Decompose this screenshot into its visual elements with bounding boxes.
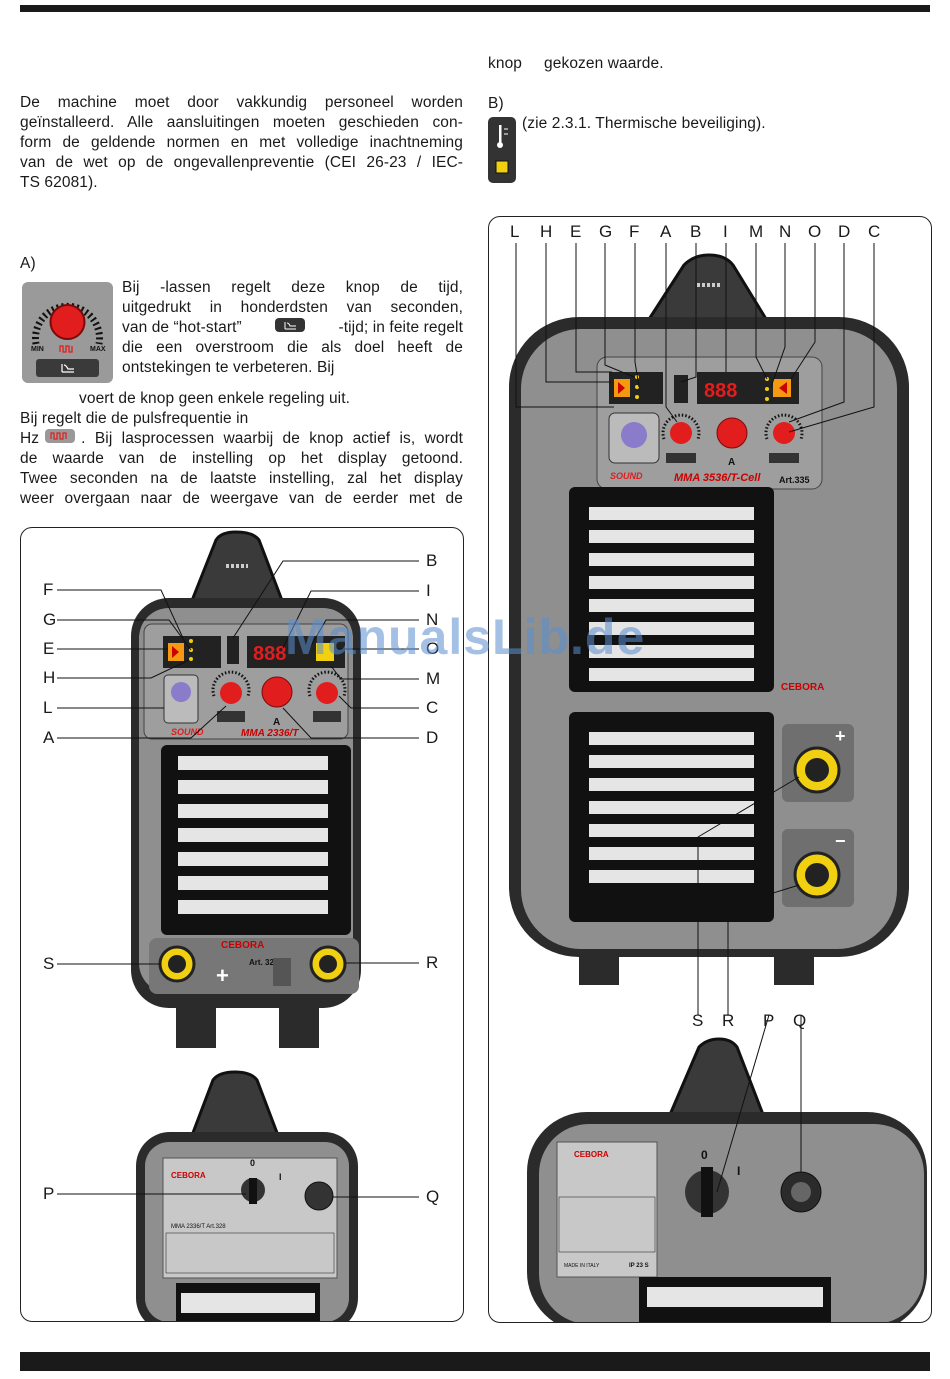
figure-right: 888 A SOUND MMA 3536/T-Cell Art.335 CEBO… bbox=[488, 216, 932, 1323]
callout-s: S bbox=[43, 954, 55, 973]
callout-n: N bbox=[779, 222, 792, 241]
pulse-paragraph: Bij regelt die de pulsfrequentie in Hz .… bbox=[20, 410, 463, 507]
callout-l: L bbox=[43, 698, 53, 717]
intro-line: De machine moet door vakkundig personeel… bbox=[20, 94, 463, 111]
bottom-rule bbox=[20, 1352, 930, 1371]
intro-line: geïnstalleerd. Alle aansluitingen moeten… bbox=[20, 114, 463, 131]
svg-text:−: − bbox=[835, 831, 846, 851]
callout-a: A bbox=[660, 222, 672, 241]
callout-g: G bbox=[599, 222, 613, 241]
watermark: ManualsLib.de bbox=[285, 609, 646, 665]
callout-q: Q bbox=[793, 1011, 807, 1030]
svg-text:888: 888 bbox=[704, 380, 737, 402]
svg-text:MMA 3536/T-Cell: MMA 3536/T-Cell bbox=[674, 472, 761, 484]
callout-c: C bbox=[426, 698, 439, 717]
callout-m: M bbox=[749, 222, 764, 241]
callout-o: O bbox=[426, 639, 440, 658]
callout-n: N bbox=[426, 610, 439, 629]
pulse-icon bbox=[45, 429, 76, 443]
callout-o: O bbox=[808, 222, 822, 241]
callout-f: F bbox=[43, 580, 54, 599]
section-a-heading: A) bbox=[20, 255, 36, 272]
svg-text:MMA 2336/T: MMA 2336/T bbox=[241, 728, 299, 739]
svg-text:+: + bbox=[835, 726, 846, 746]
intro-paragraph: De machine moet door vakkundig personeel… bbox=[20, 93, 463, 193]
thermal-icon bbox=[488, 117, 516, 183]
svg-text:SOUND: SOUND bbox=[171, 727, 204, 737]
callout-q: Q bbox=[426, 1187, 440, 1206]
callout-b: B bbox=[690, 222, 702, 241]
callout-i: I bbox=[426, 581, 431, 600]
callout-l: L bbox=[510, 222, 520, 241]
callout-b: B bbox=[426, 551, 438, 570]
svg-text:A: A bbox=[273, 717, 280, 728]
callout-h: H bbox=[540, 222, 553, 241]
svg-text:MADE IN ITALY: MADE IN ITALY bbox=[564, 1263, 600, 1269]
top-rule bbox=[20, 5, 930, 12]
figure-left: 888 A SOUND MMA 2336/T CEBORA + Art. 328 bbox=[20, 527, 464, 1322]
intro-line: form de geldende normen en met volledige… bbox=[20, 134, 463, 151]
param-line: voert de knop geen enkele regeling uit. bbox=[79, 390, 351, 407]
svg-text:I: I bbox=[737, 1164, 740, 1178]
svg-text:CEBORA: CEBORA bbox=[221, 940, 264, 951]
callout-m: M bbox=[426, 669, 441, 688]
param-paragraph: Bij -lassen regelt deze knop de tijd, ui… bbox=[122, 279, 463, 376]
callout-c: C bbox=[868, 222, 881, 241]
intro-line: TS 62081). bbox=[20, 174, 98, 191]
svg-text:CEBORA: CEBORA bbox=[781, 682, 824, 693]
callout-r: R bbox=[426, 953, 439, 972]
svg-text:0: 0 bbox=[701, 1148, 708, 1162]
svg-text:SOUND: SOUND bbox=[610, 471, 643, 481]
svg-text:MMA 2336/T Art.328: MMA 2336/T Art.328 bbox=[171, 1224, 226, 1230]
callout-d: D bbox=[838, 222, 851, 241]
svg-text:I: I bbox=[279, 1172, 282, 1182]
callout-d: D bbox=[426, 728, 439, 747]
svg-text:MIN: MIN bbox=[31, 346, 44, 353]
section-b-heading: B) bbox=[488, 95, 504, 112]
callout-e: E bbox=[570, 222, 582, 241]
svg-text:CEBORA: CEBORA bbox=[574, 1150, 609, 1159]
right-top-line: knop gekozen waarde. bbox=[488, 55, 664, 72]
thermal-reference: (zie 2.3.1. Thermische beveiliging). bbox=[522, 115, 766, 132]
callout-a: A bbox=[43, 728, 55, 747]
svg-text:Art. 328: Art. 328 bbox=[249, 958, 279, 967]
callout-i: I bbox=[723, 222, 728, 241]
callout-f: F bbox=[629, 222, 640, 241]
callout-p: P bbox=[43, 1184, 55, 1203]
callout-p: P bbox=[763, 1011, 775, 1030]
hot-start-icon bbox=[275, 318, 306, 332]
callout-r: R bbox=[722, 1011, 735, 1030]
svg-text:+: + bbox=[216, 963, 229, 988]
svg-text:IP 23 S: IP 23 S bbox=[629, 1263, 649, 1269]
callout-g: G bbox=[43, 610, 57, 629]
callout-s: S bbox=[692, 1011, 704, 1030]
svg-text:CEBORA: CEBORA bbox=[171, 1171, 206, 1180]
svg-text:MAX: MAX bbox=[90, 346, 106, 353]
svg-text:A: A bbox=[728, 457, 735, 468]
svg-text:888: 888 bbox=[253, 643, 286, 665]
callout-e: E bbox=[43, 639, 55, 658]
intro-line: van de wet op de ongevallenpreventie (CE… bbox=[20, 154, 463, 171]
svg-text:Art.335: Art.335 bbox=[779, 475, 810, 485]
knob-illustration: MIN MAX bbox=[22, 282, 113, 383]
svg-text:0: 0 bbox=[250, 1158, 255, 1168]
callout-h: H bbox=[43, 668, 56, 687]
